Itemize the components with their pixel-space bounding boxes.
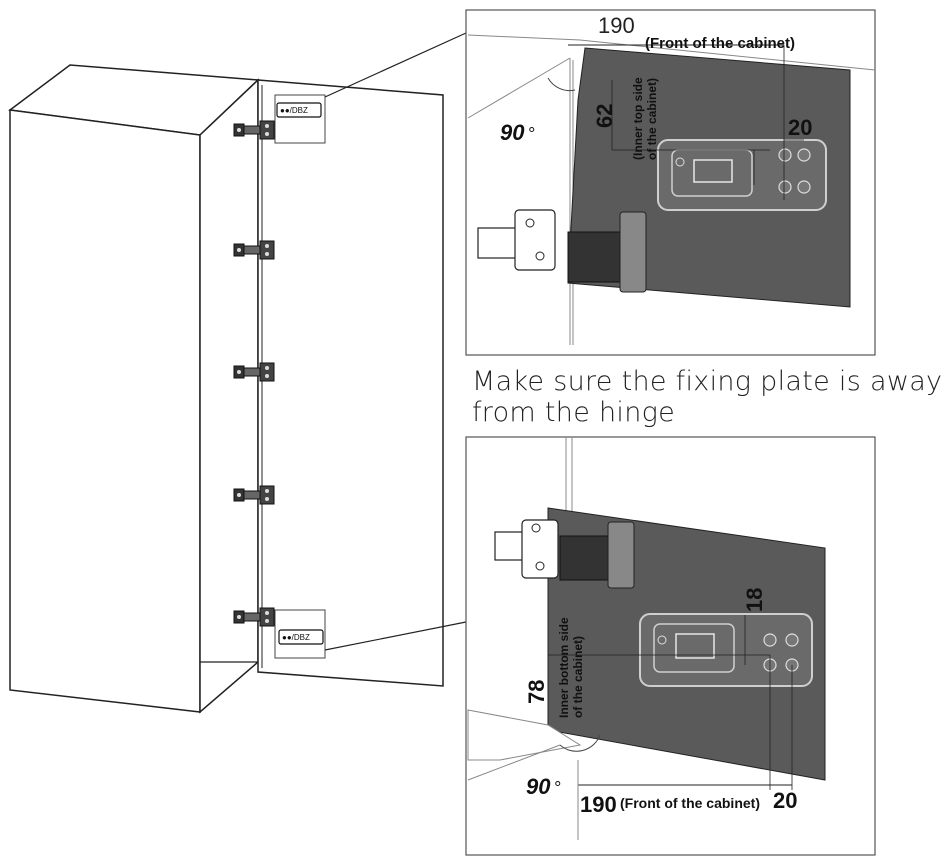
callout-lines [324,32,467,651]
instruction-line-2: from the hinge [472,397,676,428]
bottom-spacing-value: 20 [773,788,797,813]
cabinet [8,64,260,714]
instruction-line-1: Make sure the fixing plate is away [472,366,943,397]
top-width-value: 190 [598,13,635,38]
top-height-value: 62 [592,104,617,128]
fixing-plate-bottom: ●●/DBZ [274,609,326,659]
svg-text:90°: 90° [526,774,561,799]
cabinet-door [257,79,444,687]
instruction-note: Make sure the fixing plate is away from … [472,366,942,428]
bottom-width-value: 190 [580,792,617,817]
bottom-angle-unit: ° [553,778,560,798]
fixing-plate-top: ●●/DBZ [274,94,326,144]
bottom-height-value: 78 [524,680,549,704]
top-height-label-1: (Inner top side [631,77,645,160]
top-height-label-2: of the cabinet) [645,78,659,160]
top-detail-frame: 190 (Front of the cabinet) 62 (Inner top… [465,9,876,356]
hinge-detail-bottom [494,519,635,589]
bottom-vertical-spacing-value: 18 [742,588,767,612]
bottom-detail-frame: 18 Inner bottom side of the cabinet) 78 … [465,436,876,856]
bottom-width-label: (Front of the cabinet) [620,795,760,811]
bottom-height-label-1: Inner bottom side [557,617,571,718]
top-width-label: (Front of the cabinet) [645,35,795,52]
plate-label-bottom: ●●/DBZ [282,633,310,642]
hinge-detail-top [477,209,647,293]
bottom-angle-value: 90 [526,774,551,799]
top-angle-unit: ° [527,124,534,144]
top-angle-value: 90 [500,120,525,145]
svg-text:90°: 90° [500,120,535,145]
top-spacing-value: 20 [788,115,812,140]
bottom-height-label-2: of the cabinet) [571,636,585,718]
plate-label-top: ●●/DBZ [280,106,308,115]
